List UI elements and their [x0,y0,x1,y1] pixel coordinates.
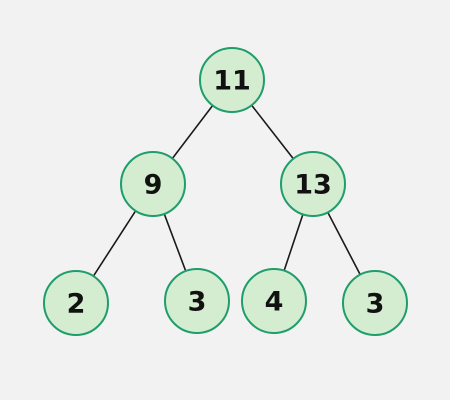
tree-edge-n0-n2 [251,104,294,160]
tree-node-circle [241,268,307,334]
tree-node-circle [164,268,230,334]
tree-node-n3: 2 [43,270,109,336]
tree-node-n4: 3 [164,268,230,334]
tree-edge-n2-n6 [327,212,361,275]
tree-node-n5: 4 [241,268,307,334]
tree-node-value: 13 [294,170,332,201]
tree-node-n0: 11 [199,47,265,113]
tree-node-circle [43,270,109,336]
tree-edge-n1-n4 [163,213,187,272]
tree-node-n6: 3 [342,270,408,336]
tree-node-value: 3 [366,289,385,320]
tree-node-n2: 13 [280,151,346,217]
tree-edge-n1-n3 [92,210,137,277]
tree-node-value: 2 [67,289,86,320]
tree-node-value: 11 [213,66,251,97]
tree-edge-n2-n5 [283,214,304,271]
tree-node-circle [120,151,186,217]
tree-node-value: 9 [144,170,163,201]
tree-node-circle [342,270,408,336]
tree-nodes: 11 9 13 2 3 4 3 [43,47,408,336]
tree-node-n1: 9 [120,151,186,217]
tree-node-circle [199,47,265,113]
tree-node-circle [280,151,346,217]
tree-node-value: 3 [188,287,207,318]
tree-edges [92,104,361,277]
tree-node-value: 4 [265,287,284,318]
tree-edge-n0-n1 [171,104,214,160]
